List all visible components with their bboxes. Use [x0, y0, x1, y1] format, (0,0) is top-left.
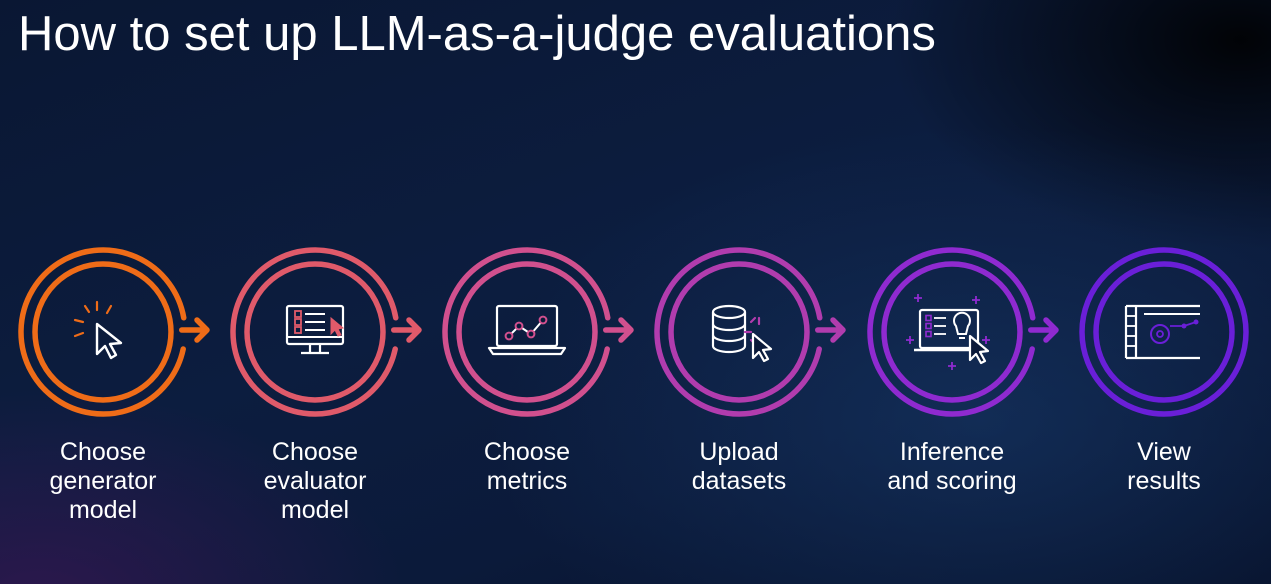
step-inner-ring — [668, 261, 810, 403]
step-arrow — [603, 317, 634, 343]
step-inner-ring — [244, 261, 386, 403]
step-evaluator — [230, 247, 422, 417]
step-outer-ring — [1079, 247, 1249, 417]
cursor-click-icon — [73, 300, 123, 360]
step-metrics — [442, 247, 634, 417]
monitor-checklist-icon — [285, 304, 345, 355]
laptop-chart-icon — [487, 304, 567, 356]
step-label-line: View — [1137, 438, 1191, 466]
step-label-line: Choose — [59, 438, 147, 466]
results-panel-icon — [1124, 304, 1200, 360]
step-outer-ring — [230, 247, 399, 417]
step-results — [1079, 247, 1249, 417]
step-label-line: and scoring — [887, 467, 1017, 495]
step-label-line: model — [68, 496, 138, 524]
step-inner-ring — [1093, 261, 1235, 403]
step-label-line: model — [280, 496, 350, 524]
step-inference — [867, 247, 1059, 417]
step-outer-ring — [442, 247, 611, 417]
step-inner-ring — [456, 261, 598, 403]
step-inner-ring — [881, 261, 1023, 403]
step-label-line: results — [1127, 467, 1201, 495]
step-generator — [18, 247, 210, 417]
step-label-line: datasets — [691, 467, 787, 495]
step-label-line: evaluator — [263, 467, 367, 495]
step-label-line: Choose — [483, 438, 571, 466]
step-label-line: Inference — [899, 438, 1005, 466]
laptop-lightbulb-icon — [906, 294, 990, 370]
step-label-line: Choose — [271, 438, 359, 466]
step-label-line: generator — [49, 467, 157, 495]
step-label-line: metrics — [486, 467, 568, 495]
step-outer-ring — [867, 247, 1036, 417]
step-label-line: Upload — [699, 438, 779, 466]
step-arrow — [815, 317, 846, 343]
step-outer-ring — [654, 247, 823, 417]
step-arrow — [179, 317, 210, 343]
step-arrow — [391, 317, 422, 343]
step-datasets — [654, 247, 846, 417]
step-inner-ring — [32, 261, 174, 403]
step-outer-ring — [18, 247, 187, 417]
step-arrow — [1028, 317, 1059, 343]
database-cursor-icon — [711, 304, 773, 363]
page-title: How to set up LLM-as-a-judge evaluations — [18, 7, 936, 61]
